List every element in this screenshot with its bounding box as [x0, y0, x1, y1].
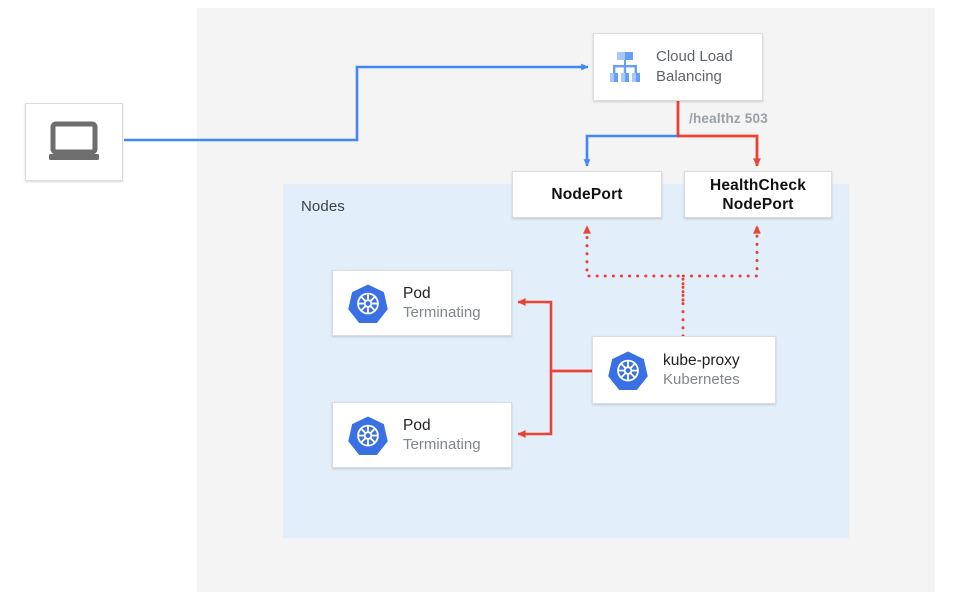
cloud-load-balancing-label: Cloud Load Balancing — [656, 47, 733, 87]
healthz-edge-label: /healthz 503 — [689, 111, 768, 126]
client-device-node[interactable] — [25, 103, 123, 181]
healthcheck-nodeport-line-1: HealthCheck — [709, 176, 807, 194]
cloud-load-balancing-icon — [610, 52, 640, 82]
pod-node[interactable]: Pod Terminating — [332, 270, 512, 336]
healthcheck-nodeport-line-2: NodePort — [722, 195, 794, 213]
kube-proxy-title: kube-proxy — [663, 351, 740, 369]
nodes-region-label: Nodes — [301, 198, 345, 215]
cloud-load-balancing-line-1: Cloud Load — [656, 48, 733, 65]
healthcheck-nodeport-node[interactable]: HealthCheck NodePort — [684, 171, 832, 218]
kube-proxy-text: kube-proxy Kubernetes — [663, 351, 740, 390]
cloud-load-balancing-node[interactable]: Cloud Load Balancing — [593, 33, 763, 101]
pod-status: Terminating — [403, 303, 481, 321]
kubernetes-icon — [348, 284, 388, 324]
kube-proxy-node[interactable]: kube-proxy Kubernetes — [592, 336, 776, 404]
kube-proxy-subtitle: Kubernetes — [663, 370, 740, 388]
nodeport-label: NodePort — [551, 186, 623, 203]
pod-status: Terminating — [403, 435, 481, 453]
laptop-icon — [49, 121, 99, 160]
pod-title: Pod — [403, 416, 431, 434]
kubernetes-icon — [608, 351, 648, 391]
nodeport-node[interactable]: NodePort — [512, 171, 662, 218]
pod-node[interactable]: Pod Terminating — [332, 402, 512, 468]
kubernetes-icon — [348, 416, 388, 456]
healthcheck-nodeport-label: HealthCheck NodePort — [710, 176, 806, 214]
pod-text: Pod Terminating — [403, 284, 481, 323]
pod-text: Pod Terminating — [403, 416, 481, 455]
pod-title: Pod — [403, 284, 431, 302]
cloud-load-balancing-line-2: Balancing — [656, 68, 722, 85]
